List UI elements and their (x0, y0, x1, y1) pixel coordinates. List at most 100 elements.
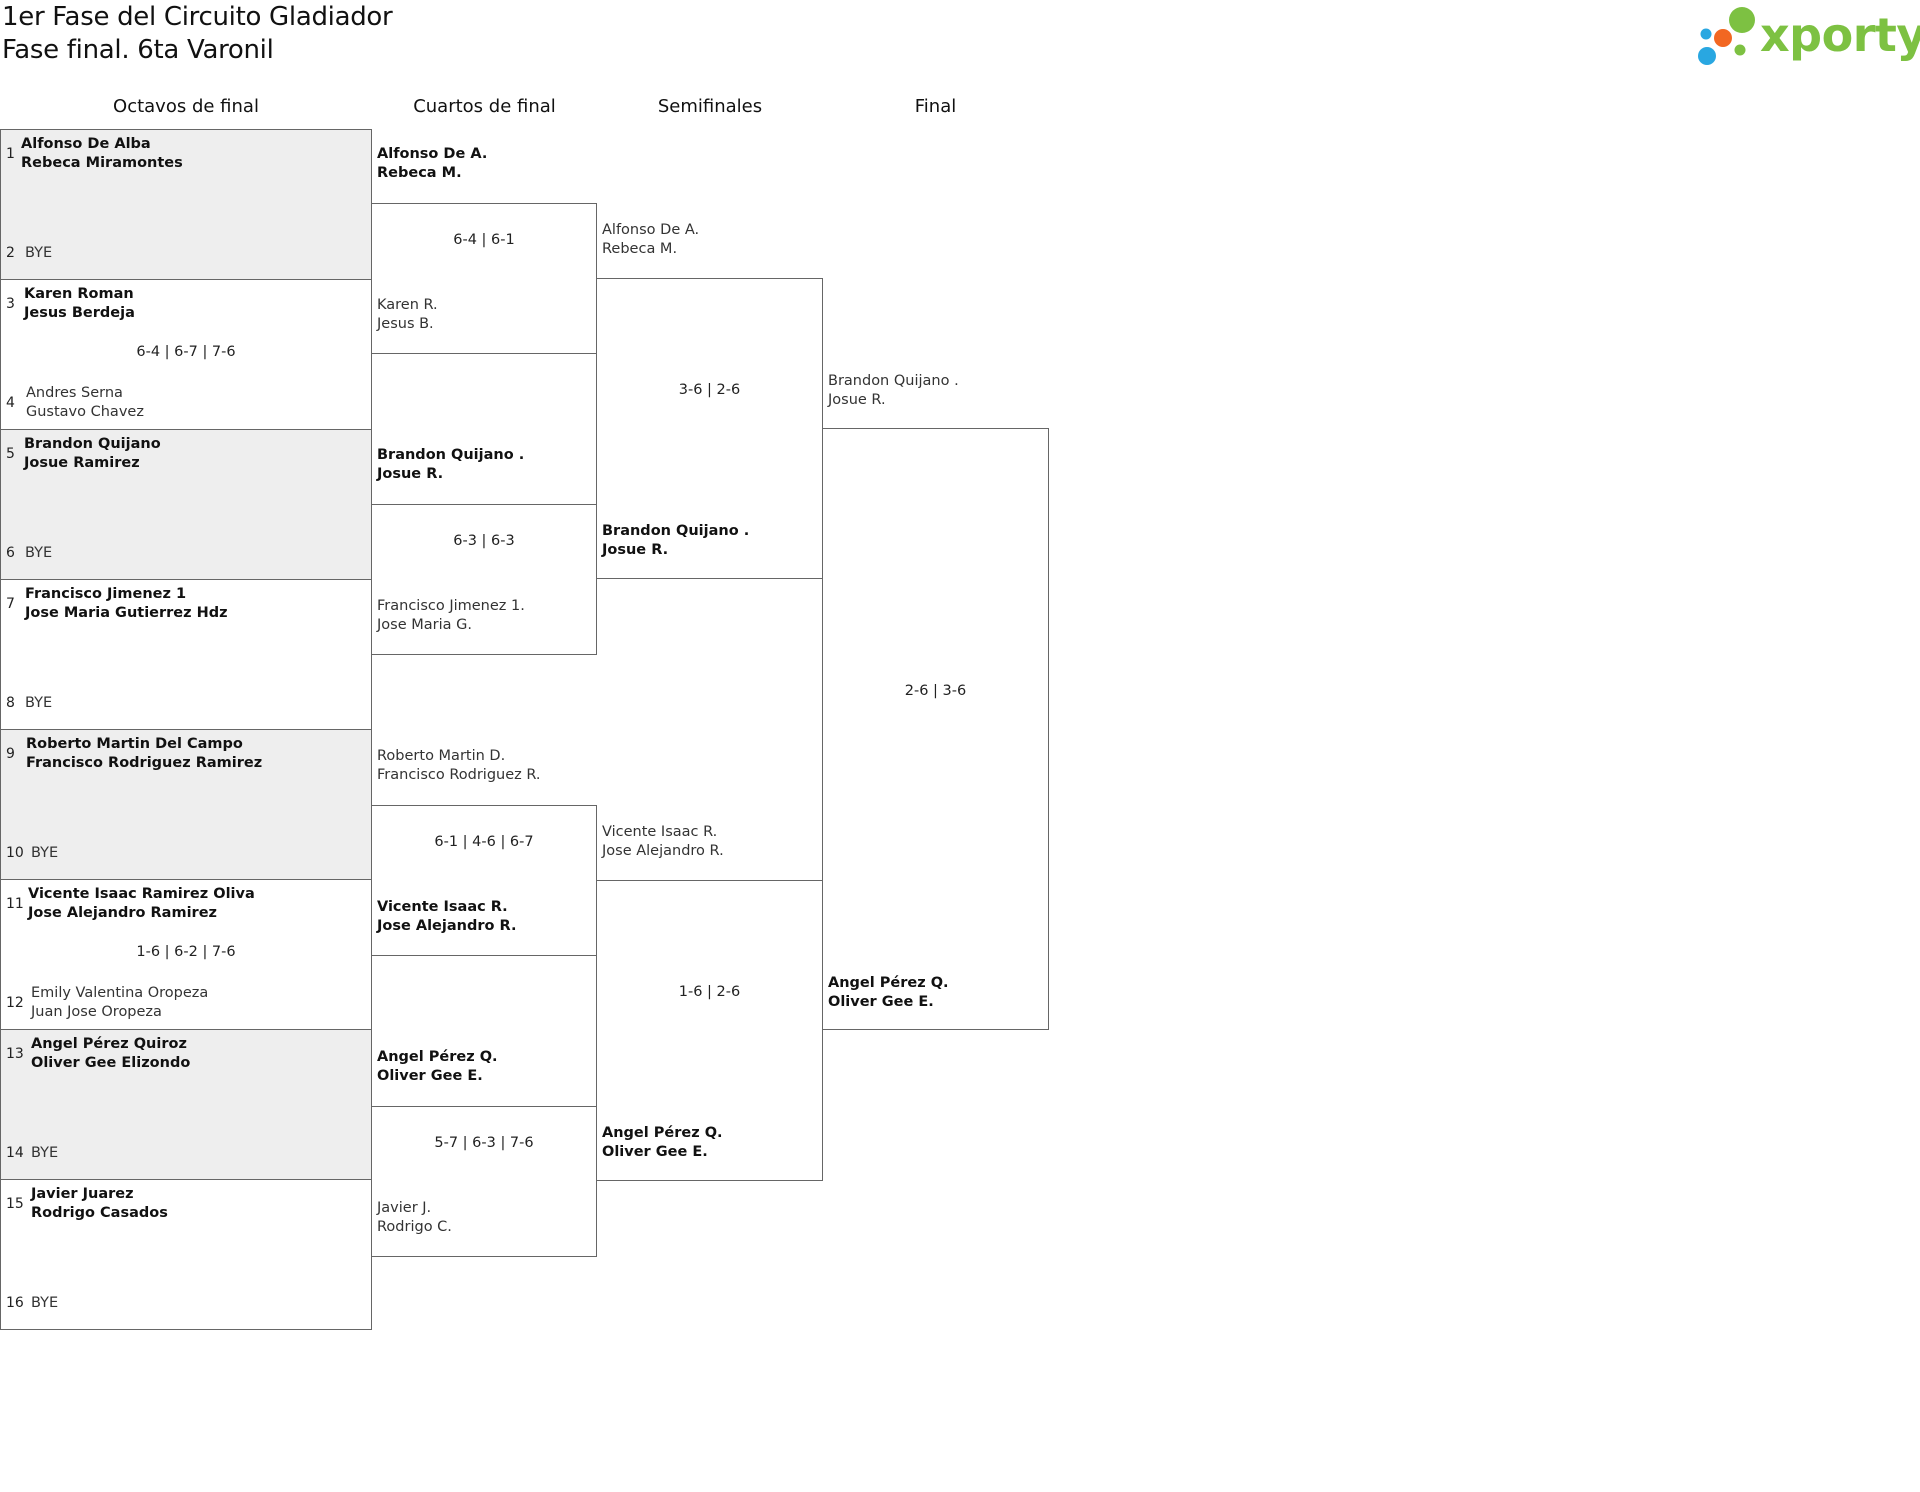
qf2-top-player: Brandon Quijano . (377, 447, 525, 463)
player-name: Alfonso De Alba (21, 136, 151, 152)
player-name: Emily Valentina Oropeza (31, 985, 209, 1001)
sf-match-1 (596, 278, 823, 579)
qf-match-2 (371, 504, 597, 655)
player-name: Jose Alejandro Ramirez (28, 905, 217, 921)
r16-match-1: 1 Alfonso De Alba Rebeca Miramontes 2 BY… (0, 129, 372, 280)
match-score: 6-4 | 6-7 | 7-6 (136, 344, 236, 360)
sf1-top-player: Alfonso De A. (602, 222, 700, 238)
seed-number: 9 (6, 746, 15, 762)
player-name: Francisco Rodriguez Ramirez (26, 755, 263, 771)
seed-number: 16 (6, 1295, 24, 1311)
logo-dots-icon (1698, 7, 1755, 65)
r16-match-3: 5 Brandon Quijano Josue Ramirez 6 BYE (0, 429, 372, 580)
final-score: 2-6 | 3-6 (904, 683, 967, 699)
player-name: Jose Maria Gutierrez Hdz (25, 605, 228, 621)
seed-number: 10 (6, 845, 24, 861)
qf-match-1 (371, 203, 597, 354)
final-bottom-player: Angel Pérez Q. (828, 975, 949, 991)
seed-number: 15 (6, 1196, 24, 1212)
final-bottom-player: Oliver Gee E. (828, 994, 934, 1010)
qf1-score: 6-4 | 6-1 (453, 232, 515, 248)
player-name: Juan Jose Oropeza (31, 1004, 162, 1020)
qf2-bottom-player: Francisco Jimenez 1. (377, 598, 525, 614)
bye-label: BYE (25, 245, 53, 261)
player-name: Oliver Gee Elizondo (31, 1055, 191, 1071)
sf1-score: 3-6 | 2-6 (678, 382, 741, 398)
bye-label: BYE (31, 845, 59, 861)
player-name: Brandon Quijano (24, 436, 161, 452)
seed-number: 2 (6, 245, 15, 261)
seed-number: 1 (6, 146, 15, 162)
qf1-top-player: Alfonso De A. (377, 146, 488, 162)
seed-number: 5 (6, 446, 15, 462)
seed-number: 7 (6, 596, 15, 612)
qf2-top-player: Josue R. (377, 466, 444, 482)
player-name: Angel Pérez Quiroz (31, 1036, 187, 1052)
player-name: Andres Serna (26, 385, 123, 401)
player-name: Gustavo Chavez (26, 404, 144, 420)
final-top-player: Josue R. (828, 392, 886, 408)
qf2-score: 6-3 | 6-3 (453, 533, 515, 549)
round-header-qf: Cuartos de final (413, 96, 556, 117)
bye-label: BYE (25, 545, 53, 561)
qf3-top-player: Roberto Martin D. (377, 748, 506, 764)
qf1-bottom-player: Karen R. (377, 297, 438, 313)
bye-label: BYE (25, 695, 53, 711)
sf2-bottom-player: Angel Pérez Q. (602, 1125, 723, 1141)
qf3-top-player: Francisco Rodriguez R. (377, 767, 541, 783)
qf2-bottom-player: Jose Maria G. (377, 617, 472, 633)
player-name: Jesus Berdeja (24, 305, 135, 321)
round-header-sf: Semifinales (657, 96, 763, 117)
qf3-score: 6-1 | 4-6 | 6-7 (434, 834, 534, 850)
qf4-top-player: Angel Pérez Q. (377, 1049, 498, 1065)
sf-match-2 (596, 880, 823, 1181)
page-subtitle: Fase final. 6ta Varonil (2, 35, 274, 65)
sf2-score: 1-6 | 2-6 (678, 984, 741, 1000)
qf3-bottom-player: Jose Alejandro R. (377, 918, 517, 934)
player-name: Javier Juarez (31, 1186, 134, 1202)
bye-label: BYE (31, 1145, 59, 1161)
seed-number: 11 (6, 896, 24, 912)
r16-match-6: 11 Vicente Isaac Ramirez Oliva Jose Alej… (0, 879, 372, 1030)
r16-match-5: 9 Roberto Martin Del Campo Francisco Rod… (0, 729, 372, 880)
sf1-bottom-player: Brandon Quijano . (602, 523, 750, 539)
seed-number: 13 (6, 1046, 24, 1062)
qf4-top-player: Oliver Gee E. (377, 1068, 483, 1084)
qf1-top-player: Rebeca M. (377, 165, 462, 181)
r16-match-8: 15 Javier Juarez Rodrigo Casados 16 BYE (0, 1179, 372, 1330)
player-name: Rebeca Miramontes (21, 155, 183, 171)
sf2-top-player: Jose Alejandro R. (602, 843, 724, 859)
sf1-top-player: Rebeca M. (602, 241, 678, 257)
logo-text: xporty (1760, 8, 1920, 62)
qf-match-4 (371, 1106, 597, 1257)
seed-number: 3 (6, 296, 15, 312)
qf-match-3 (371, 805, 597, 956)
player-name: Roberto Martin Del Campo (26, 736, 243, 752)
xporty-logo: xporty (1694, 4, 1920, 70)
seed-number: 8 (6, 695, 15, 711)
qf4-bottom-player: Javier J. (377, 1200, 432, 1216)
seed-number: 4 (6, 395, 15, 411)
player-name: Rodrigo Casados (31, 1205, 168, 1221)
match-score: 1-6 | 6-2 | 7-6 (136, 944, 236, 960)
round-header-final: Final (914, 96, 957, 117)
r16-match-2: 3 Karen Roman Jesus Berdeja 6-4 | 6-7 | … (0, 279, 372, 430)
sf2-top-player: Vicente Isaac R. (602, 824, 718, 840)
seed-number: 6 (6, 545, 15, 561)
seed-number: 14 (6, 1145, 24, 1161)
sf1-bottom-player: Josue R. (602, 542, 669, 558)
player-name: Francisco Jimenez 1 (25, 586, 187, 602)
final-match (822, 428, 1049, 1030)
player-name: Josue Ramirez (24, 455, 140, 471)
sf2-bottom-player: Oliver Gee E. (602, 1144, 708, 1160)
qf4-score: 5-7 | 6-3 | 7-6 (434, 1135, 534, 1151)
round-header-r16: Octavos de final (113, 96, 259, 117)
player-name: Vicente Isaac Ramirez Oliva (28, 886, 255, 902)
r16-match-4: 7 Francisco Jimenez 1 Jose Maria Gutierr… (0, 579, 372, 730)
qf1-bottom-player: Jesus B. (377, 316, 434, 332)
r16-match-7: 13 Angel Pérez Quiroz Oliver Gee Elizond… (0, 1029, 372, 1180)
page-title: 1er Fase del Circuito Gladiador (2, 2, 393, 32)
player-name: Karen Roman (24, 286, 134, 302)
qf4-bottom-player: Rodrigo C. (377, 1219, 452, 1235)
bye-label: BYE (31, 1295, 59, 1311)
